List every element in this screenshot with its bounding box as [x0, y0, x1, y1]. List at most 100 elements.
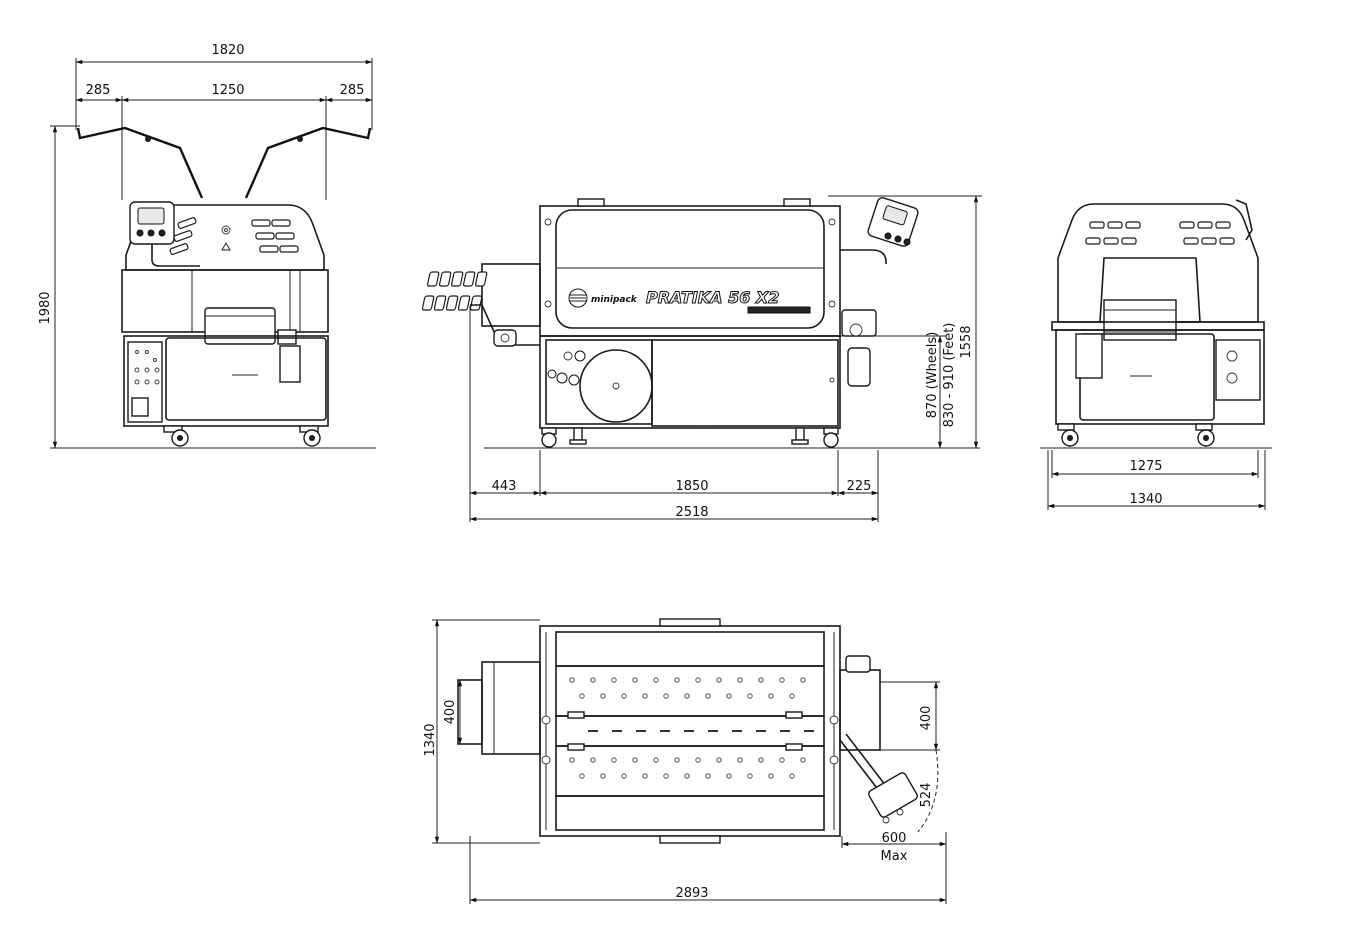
rear-wheels [1057, 423, 1215, 447]
top-view: 1340 400 400 524 600 Max 2893 [423, 618, 947, 904]
perforation-hole [789, 693, 795, 699]
side-base [539, 335, 841, 429]
rear-dimensions: 1275 1340 [1047, 450, 1266, 510]
center-dash [780, 730, 790, 732]
side-view: minipack PRATIKA 56 X2 [421, 195, 982, 522]
rear-view: 1275 1340 [1040, 199, 1272, 510]
dim-side-overall-length: 2518 [675, 505, 708, 520]
perforation-hole [779, 757, 785, 763]
perforation-hole [726, 773, 732, 779]
rear-base [1051, 321, 1265, 425]
center-dash [684, 730, 694, 732]
side-wheels [541, 427, 839, 448]
dim-top-overall-length: 2893 [675, 886, 708, 901]
perforation-hole [768, 773, 774, 779]
dim-rear-inner-width: 1275 [1129, 459, 1162, 474]
perforation-hole [621, 773, 627, 779]
dim-front-body-width: 1250 [211, 83, 244, 98]
center-dash [636, 730, 646, 732]
dim-top-arm-reach: 600 [882, 831, 907, 846]
perforation-hole [779, 677, 785, 683]
perforation-hole [663, 773, 669, 779]
perforation-hole [705, 773, 711, 779]
front-mid-section [121, 269, 329, 345]
perforation-hole [768, 693, 774, 699]
dim-top-infeed-width: 400 [443, 700, 458, 725]
front-hood [125, 204, 325, 271]
dim-front-height: 1980 [38, 291, 53, 324]
perforation-hole [789, 773, 795, 779]
perforation-hole [684, 773, 690, 779]
perforation-hole [737, 757, 743, 763]
perforation-hole [800, 677, 806, 683]
top-infeed [457, 661, 541, 755]
dim-side-total-height: 1558 [959, 325, 974, 358]
perforation-hole [758, 757, 764, 763]
perforation-hole [800, 757, 806, 763]
dim-side-height-feet: 830 - 910 (Feet) [942, 323, 957, 428]
perforation-hole [705, 693, 711, 699]
perforation-hole [737, 677, 743, 683]
perforation-hole [758, 677, 764, 683]
brand-logo-text: minipack [591, 295, 638, 305]
perforation-hole [579, 773, 585, 779]
perforation-hole [590, 677, 596, 683]
perforation-hole [642, 693, 648, 699]
perforation-hole [569, 677, 575, 683]
side-control-panel [840, 197, 919, 264]
center-dash [660, 730, 670, 732]
perforation-hole [600, 693, 606, 699]
center-dash [708, 730, 718, 732]
brand-model-text: PRATIKA 56 X2 [646, 288, 779, 307]
perforation-hole [674, 757, 680, 763]
perforation-hole [695, 677, 701, 683]
center-dash [804, 730, 814, 732]
dim-top-depth: 1340 [423, 723, 438, 756]
perforation-hole [632, 757, 638, 763]
perforation-hole [611, 757, 617, 763]
perforation-hole [642, 773, 648, 779]
side-infeed [421, 263, 541, 347]
front-dimensions: 1820 285 1250 285 1980 [38, 43, 373, 449]
perforation-hole [747, 773, 753, 779]
perforation-hole [590, 757, 596, 763]
rear-hood [1057, 199, 1259, 341]
dim-side-height-wheels: 870 (Wheels) [925, 332, 940, 419]
side-right-components [841, 309, 877, 387]
center-dash [612, 730, 622, 732]
dim-top-arm-radius: 524 [919, 783, 934, 808]
perforation-hole [726, 693, 732, 699]
dim-top-panel-width: 400 [919, 706, 934, 731]
perforation-hole [716, 757, 722, 763]
perforation-hole [569, 757, 575, 763]
center-dash [756, 730, 766, 732]
dim-front-left-arm: 285 [86, 83, 111, 98]
perforation-hole [716, 677, 722, 683]
perforation-hole [674, 677, 680, 683]
perforation-hole [632, 677, 638, 683]
side-dimensions: 443 1850 225 2518 1558 870 (Wheels) 830 … [469, 195, 982, 522]
perforation-hole [695, 757, 701, 763]
top-dimensions: 1340 400 400 524 600 Max 2893 [423, 619, 947, 904]
perforation-hole [663, 693, 669, 699]
dim-top-arm-reach-note: Max [881, 849, 908, 864]
front-conveyor-arms [76, 126, 372, 199]
perforation-hole [684, 693, 690, 699]
dim-front-overall-width: 1820 [211, 43, 244, 58]
dim-front-right-arm: 285 [340, 83, 365, 98]
top-perforations [569, 677, 814, 779]
front-wheels [163, 425, 321, 447]
dim-side-right-extension: 225 [847, 479, 872, 494]
dim-rear-overall-width: 1340 [1129, 492, 1162, 507]
perforation-hole [579, 693, 585, 699]
perforation-hole [747, 693, 753, 699]
dim-side-body-length: 1850 [675, 479, 708, 494]
perforation-hole [653, 677, 659, 683]
side-hood: minipack PRATIKA 56 X2 [539, 198, 841, 337]
center-dash [732, 730, 742, 732]
center-dash [588, 730, 598, 732]
front-base-cabinet [123, 335, 329, 427]
dim-side-left-extension: 443 [492, 479, 517, 494]
perforation-hole [600, 773, 606, 779]
